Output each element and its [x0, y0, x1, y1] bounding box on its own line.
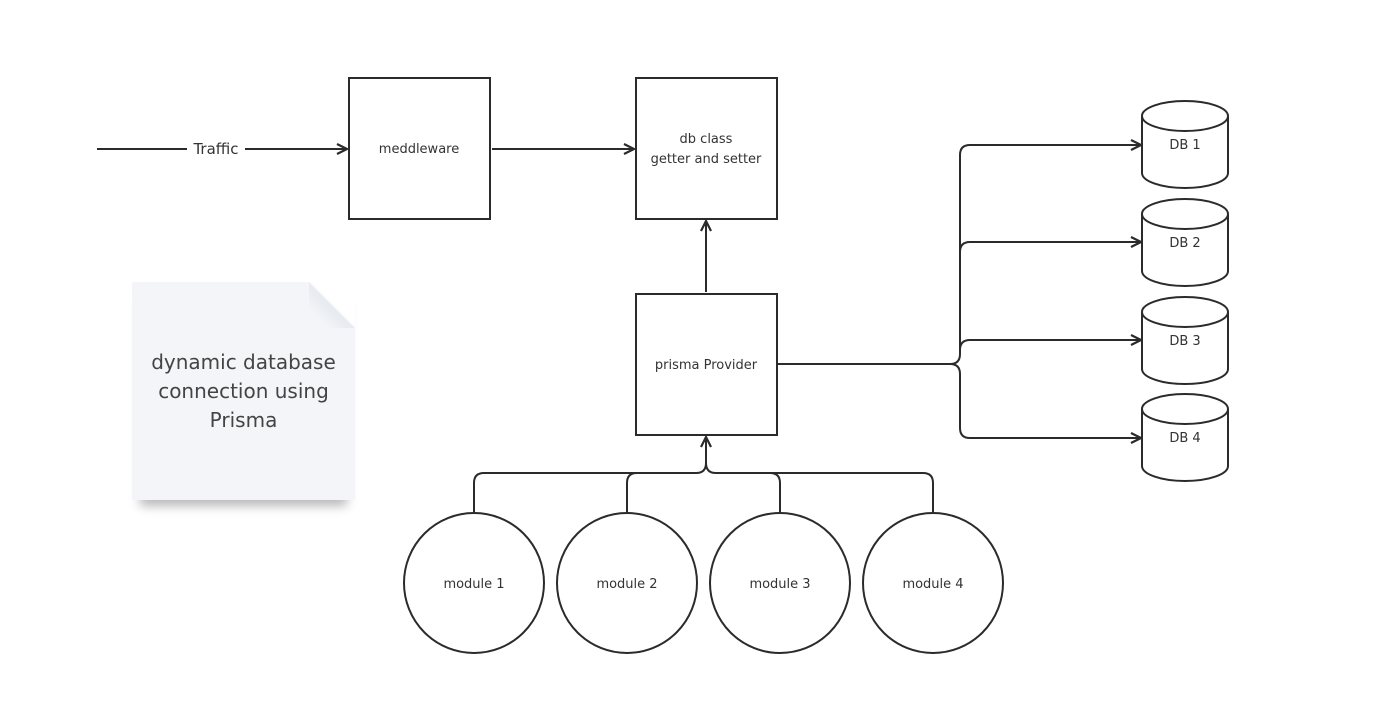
- db-label-2: DB 2: [1169, 236, 1200, 251]
- module-label-1: module 1: [443, 577, 504, 592]
- module2-connector: [626, 472, 696, 512]
- provider-to-db2-connector: [959, 242, 1141, 253]
- db-cylinder-3[interactable]: DB 3: [1141, 296, 1229, 385]
- traffic-label: Traffic: [192, 140, 238, 158]
- provider-to-db3-connector: [959, 340, 1141, 351]
- db-class-label-line2: getter and setter: [651, 152, 762, 167]
- db-cylinder-4[interactable]: DB 4: [1141, 393, 1229, 482]
- db-cylinder-1[interactable]: DB 1: [1141, 100, 1229, 189]
- db-label-1: DB 1: [1169, 138, 1200, 153]
- prisma-provider-box[interactable]: prisma Provider: [635, 293, 778, 436]
- middleware-label: meddleware: [379, 142, 459, 157]
- prisma-provider-label: prisma Provider: [655, 358, 758, 373]
- sticky-note[interactable]: dynamic database connection using Prisma: [132, 282, 355, 500]
- db-class-label-line1: db class: [680, 132, 733, 147]
- middleware-box[interactable]: meddleware: [348, 77, 491, 220]
- provider-to-db1-connector: [778, 145, 1141, 365]
- module-circle-1[interactable]: module 1: [403, 512, 545, 654]
- module-circle-4[interactable]: module 4: [862, 512, 1004, 654]
- db-label-3: DB 3: [1169, 334, 1200, 349]
- module-circle-2[interactable]: module 2: [556, 512, 698, 654]
- db-label-4: DB 4: [1169, 431, 1200, 446]
- db-class-box[interactable]: db class getter and setter: [635, 77, 778, 220]
- sticky-note-text: dynamic database connection using Prisma: [151, 349, 336, 432]
- module-label-3: module 3: [749, 577, 810, 592]
- module3-connector: [705, 462, 781, 512]
- module-label-2: module 2: [596, 577, 657, 592]
- provider-to-db4-connector: [949, 363, 1141, 438]
- module4-connector: [770, 472, 934, 512]
- db-cylinder-2[interactable]: DB 2: [1141, 198, 1229, 287]
- module1-connector: [473, 437, 706, 512]
- module-circle-3[interactable]: module 3: [709, 512, 851, 654]
- module-label-4: module 4: [902, 577, 963, 592]
